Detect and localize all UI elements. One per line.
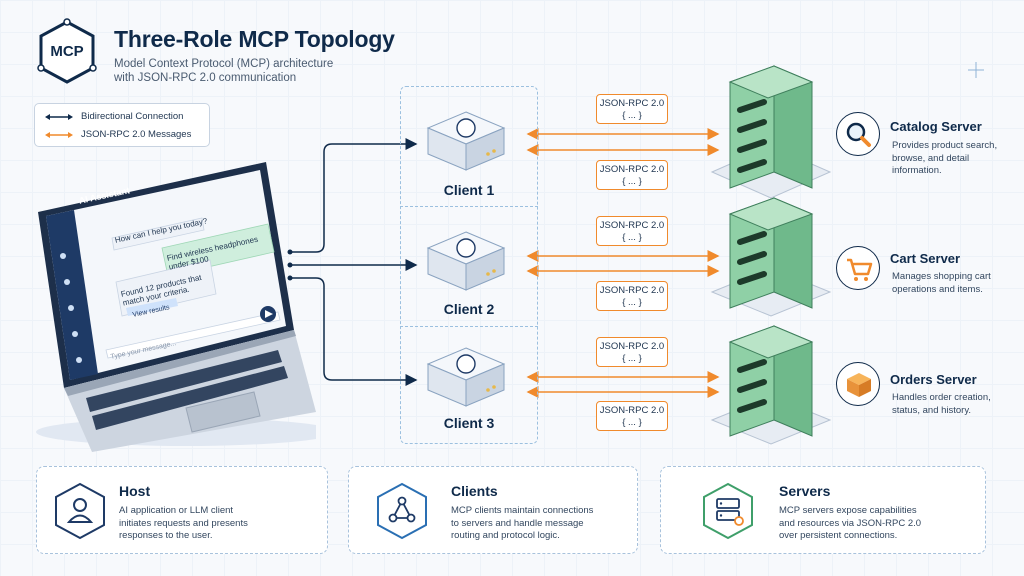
network-icon (377, 482, 427, 540)
cart-server-desc: Manages shopping cart operations and ite… (892, 271, 1024, 296)
clients-column (400, 86, 538, 444)
cart-icon-circle (836, 246, 880, 290)
client-separator-2 (400, 326, 538, 327)
subtitle-line-1: Model Context Protocol (MCP) architectur… (114, 58, 334, 70)
catalog-server-desc: Provides product search, browse, and det… (892, 140, 1024, 178)
orders-server-title: Orders Server (890, 372, 977, 387)
page-title: Three-Role MCP Topology (114, 26, 395, 52)
legend: Bidirectional Connection JSON-RPC 2.0 Me… (34, 103, 210, 147)
client1-label: Client 1 (443, 182, 495, 198)
client3-label: Client 3 (443, 415, 495, 431)
host-desc-line2: initiates requests and presents (119, 517, 248, 529)
clients-card: Clients MCP clients maintain connections… (348, 466, 638, 554)
cart-desc-line1: Manages shopping cart (892, 271, 991, 282)
legend-row-messages: JSON-RPC 2.0 Messages (45, 129, 191, 140)
msg-line2: { ... } (622, 110, 642, 121)
package-icon (847, 373, 871, 397)
host-card-desc: AI application or LLM client initiates r… (119, 505, 248, 543)
crosshair-icon (968, 62, 984, 78)
servers-card: Servers MCP servers expose capabilities … (660, 466, 986, 554)
server-config-icon (703, 482, 753, 540)
servers-desc-line2: and resources via JSON-RPC 2.0 (779, 517, 922, 529)
user-icon (55, 482, 105, 540)
msg-box-c1-request: JSON-RPC 2.0{ ... } (596, 94, 668, 124)
cart-server-title: Cart Server (890, 251, 961, 266)
msg-box-c3-request: JSON-RPC 2.0{ ... } (596, 337, 668, 367)
legend-row-bidirectional: Bidirectional Connection (45, 111, 183, 122)
magnifier-icon (846, 122, 871, 147)
servers-desc-line3: over persistent connections. (779, 530, 898, 541)
orders-icon-circle (836, 362, 880, 406)
catalog-server-title: Catalog Server (890, 119, 982, 134)
msg-line2: { ... } (622, 297, 642, 308)
cart-server-stack (710, 197, 832, 317)
clients-desc-line2: to servers and handle message (451, 517, 584, 529)
laptop-illustration (36, 162, 316, 452)
host-desc-line3: responses to the user. (119, 530, 213, 541)
cart-icon (847, 258, 873, 281)
msg-line2: { ... } (622, 232, 642, 243)
message-lines (526, 128, 720, 398)
msg-line2: { ... } (622, 417, 642, 428)
catalog-server-stack (710, 65, 832, 199)
orders-desc-line2: status, and history. (892, 404, 972, 416)
msg-box-c2-response: JSON-RPC 2.0{ ... } (596, 281, 668, 311)
msg-box-c3-response: JSON-RPC 2.0{ ... } (596, 401, 668, 431)
servers-card-title: Servers (779, 483, 831, 499)
legend-label-messages: JSON-RPC 2.0 Messages (81, 129, 192, 140)
host-card: Host AI application or LLM client initia… (36, 466, 328, 554)
bidirectional-arrow-icon (45, 113, 73, 120)
servers-desc-line1: MCP servers expose capabilities (779, 505, 917, 516)
logo-text: MCP (50, 43, 84, 60)
catalog-desc-line3: information. (892, 165, 942, 176)
msg-line1: JSON-RPC 2.0 (599, 98, 665, 109)
orders-server-desc: Handles order creation, status, and hist… (892, 392, 1024, 417)
msg-line1: JSON-RPC 2.0 (599, 220, 665, 231)
subtitle-line-2: with JSON-RPC 2.0 communication (114, 72, 297, 84)
client3-device-icon (426, 347, 506, 407)
msg-line1: JSON-RPC 2.0 (599, 341, 665, 352)
catalog-desc-line1: Provides product search, (892, 140, 998, 151)
client1-device-icon (426, 111, 506, 171)
client2-label: Client 2 (443, 301, 495, 317)
link-host-client1 (292, 138, 418, 253)
clients-card-desc: MCP clients maintain connections to serv… (451, 505, 593, 543)
catalog-icon-circle (836, 112, 880, 156)
link-host-client3 (292, 277, 418, 386)
mcp-logo (37, 18, 97, 84)
host-desc-line1: AI application or LLM client (119, 505, 234, 516)
clients-card-title: Clients (451, 483, 498, 499)
msg-box-c2-request: JSON-RPC 2.0{ ... } (596, 216, 668, 246)
page-subtitle: Model Context Protocol (MCP) architectur… (114, 57, 394, 85)
client-separator-1 (400, 206, 538, 207)
msg-line2: { ... } (622, 176, 642, 187)
orders-server-stack (710, 325, 832, 445)
msg-line2: { ... } (622, 353, 642, 364)
host-card-title: Host (119, 483, 151, 499)
legend-label-bidirectional: Bidirectional Connection (81, 111, 184, 122)
catalog-desc-line2: browse, and detail (892, 152, 970, 164)
msg-box-c1-response: JSON-RPC 2.0{ ... } (596, 160, 668, 190)
msg-line1: JSON-RPC 2.0 (599, 405, 665, 416)
msg-line1: JSON-RPC 2.0 (599, 285, 665, 296)
client2-device-icon (426, 231, 506, 291)
servers-card-desc: MCP servers expose capabilities and reso… (779, 505, 921, 543)
clients-desc-line3: routing and protocol logic. (451, 530, 560, 541)
msg-line1: JSON-RPC 2.0 (599, 164, 665, 175)
clients-desc-line1: MCP clients maintain connections (451, 505, 594, 516)
message-arrow-icon (45, 131, 73, 138)
cart-desc-line2: operations and items. (892, 283, 983, 295)
orders-desc-line1: Handles order creation, (892, 392, 991, 403)
